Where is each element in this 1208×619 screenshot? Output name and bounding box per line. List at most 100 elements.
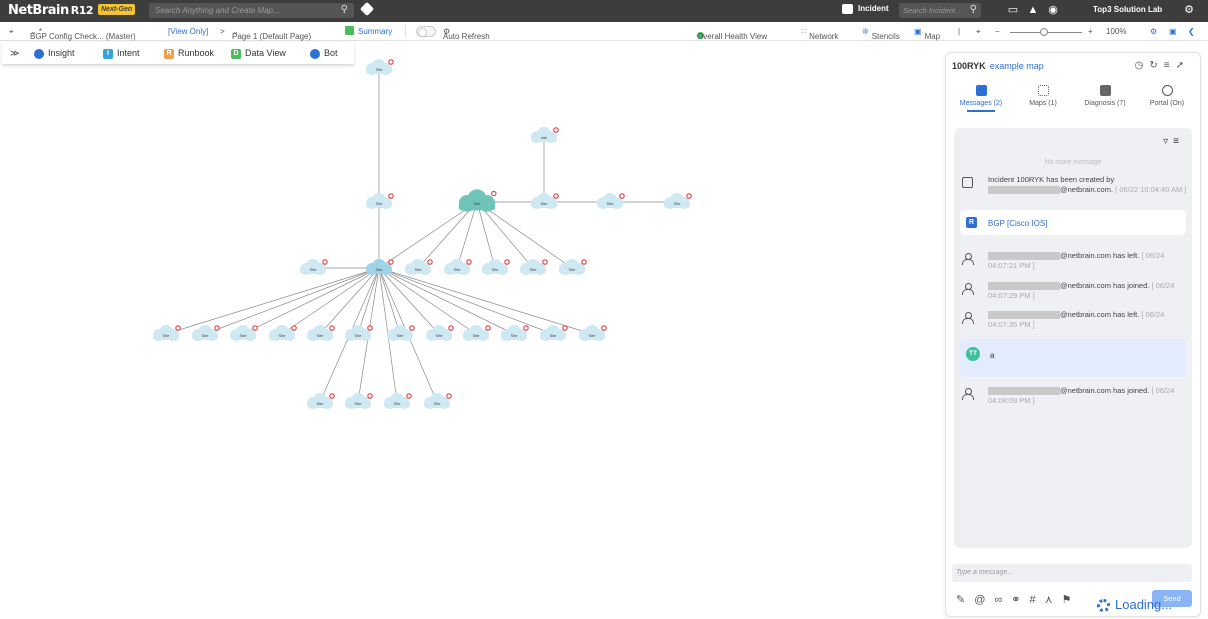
topology-link[interactable] [417,201,478,269]
alert-icon[interactable] [523,325,529,331]
filter-icon[interactable]: ▿ [1163,136,1174,147]
attach-icon[interactable]: ∞ [994,594,1012,606]
send-button[interactable]: Send [1152,590,1192,607]
note-icon[interactable]: ✎ [956,594,975,606]
site-node[interactable]: Site [424,393,452,409]
alert-icon[interactable] [504,259,510,265]
tab-maps[interactable]: Maps (1) [1012,85,1074,107]
page-selector[interactable]: Page 1 (Default Page) ⌄ [232,27,312,41]
list-icon[interactable]: ≡ [1173,136,1184,147]
help-icon[interactable]: ◷ [1134,60,1150,71]
global-search-input[interactable]: Search Anything and Create Map...⚲ [149,3,354,18]
alert-icon[interactable] [329,325,335,331]
site-node[interactable]: Site [531,193,559,209]
site-node[interactable]: Site [463,325,491,341]
refresh-icon[interactable]: ↻ [1149,60,1164,71]
alert-icon[interactable] [485,325,491,331]
alert-icon[interactable] [619,193,625,199]
alert-icon[interactable] [553,193,559,199]
alert-icon[interactable] [406,393,412,399]
tenant-name[interactable]: Top3 Solution Lab [1093,5,1163,14]
site-node[interactable]: Site [153,325,181,341]
message-list[interactable]: ▿≡ No more message Incident 100RYK has b… [954,128,1192,548]
topology-link[interactable] [378,267,515,335]
alert-icon[interactable] [291,325,297,331]
alert-icon[interactable] [542,259,548,265]
topology-link[interactable] [357,267,380,335]
topology-link[interactable] [204,267,380,335]
runbook-link[interactable]: BGP [Cisco IOS] [988,219,1048,228]
topology-link[interactable] [476,201,496,269]
tab-diagnosis[interactable]: Diagnosis (7) [1074,85,1136,107]
topology-link[interactable] [476,201,534,269]
settings-icon[interactable]: ⚙ [1184,4,1194,16]
site-node[interactable]: Site [579,325,607,341]
alert-icon[interactable] [329,393,335,399]
alert-icon[interactable] [427,259,433,265]
alert-icon[interactable] [175,325,181,331]
message-input[interactable]: Type a message... [952,564,1192,582]
topology-icon[interactable]: ⋏ [1044,594,1062,606]
site-node[interactable]: Site [444,259,472,275]
alert-icon[interactable] [388,259,394,265]
user-icon[interactable]: ◉ [1048,4,1058,16]
alert-icon[interactable] [448,325,454,331]
chat-icon[interactable]: ▭ [1007,4,1019,16]
runbook-card[interactable]: R BGP [Cisco IOS] [960,210,1186,235]
site-node[interactable]: Site [307,325,335,341]
site-node[interactable]: Site [405,259,433,275]
site-node[interactable]: site [531,127,559,143]
menu-icon[interactable]: ≡ [1163,60,1176,71]
topology-link[interactable] [242,267,380,335]
alert-icon[interactable] [553,127,559,133]
site-node[interactable]: Site [366,59,394,75]
site-node[interactable]: Site [300,259,328,275]
site-node[interactable]: Site [192,325,220,341]
insight-tab[interactable]: Insight [34,48,75,59]
summary-button[interactable]: Summary [358,27,393,36]
site-node[interactable]: Site [384,393,412,409]
incident-search-input[interactable]: Search Incident...⚲ [899,3,981,18]
settings-icon[interactable]: ⚙ [1150,27,1158,36]
alert-icon[interactable] [214,325,220,331]
topology-link[interactable] [165,267,380,335]
tab-portal[interactable]: Portal (On) [1136,85,1198,107]
collapse-icon[interactable]: ≫ [10,48,20,58]
alert-icon[interactable] [322,259,328,265]
topology-link[interactable] [378,267,554,335]
alert-icon[interactable] [491,190,497,197]
hash-icon[interactable]: # [1029,594,1045,606]
alert-icon[interactable] [388,59,394,65]
topology-link[interactable] [378,201,478,269]
site-node[interactable]: Site [597,193,625,209]
bell-icon[interactable]: ▲ [1027,4,1039,16]
incident-search-icon[interactable]: ⚲ [969,4,977,15]
alert-icon[interactable] [466,259,472,265]
pin-icon[interactable]: ➚ [1175,60,1190,71]
site-node[interactable]: Site [664,193,692,209]
tab-messages[interactable]: Messages (2) [950,85,1012,112]
share-icon[interactable]: ❮ [1188,27,1195,36]
topology-link[interactable] [378,267,477,335]
site-node[interactable]: Site [540,325,568,341]
site-node[interactable]: Site [366,259,394,275]
alert-icon[interactable] [367,393,373,399]
navigate-icon[interactable] [359,1,375,17]
save-icon[interactable]: ▣ [1169,27,1177,36]
topology-link[interactable] [456,201,478,269]
map-name[interactable]: BGP Config Check... (Master) ⌄ * [30,27,136,41]
site-node[interactable]: Site [345,325,373,341]
alert-icon[interactable] [601,325,607,331]
alert-icon[interactable] [252,325,258,331]
alert-icon[interactable] [581,259,587,265]
auto-refresh-toggle[interactable] [416,26,436,37]
topology-link[interactable] [378,267,440,335]
site-node[interactable]: Site [345,393,373,409]
site-node[interactable]: Site [520,259,548,275]
alert-icon[interactable] [388,193,394,199]
